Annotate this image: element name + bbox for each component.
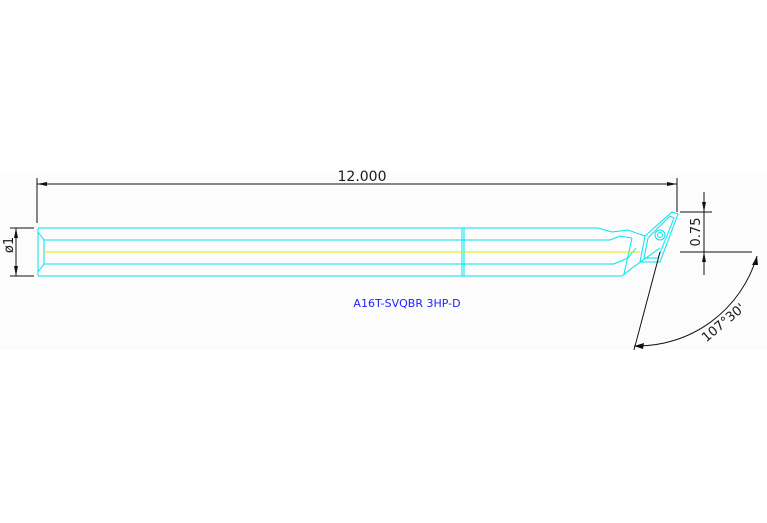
length-dimension: [36, 178, 678, 223]
drawing-sheet: [0, 172, 767, 350]
insert-screw-icon: [654, 229, 666, 241]
angle-dimension: [633, 251, 758, 351]
boring-bar: [37, 227, 661, 277]
length-value: 12.000: [338, 169, 387, 185]
part-code: A16T-SVQBR 3HP-D: [353, 297, 460, 310]
cutting-insert: [639, 211, 679, 263]
offset-value: 0.75: [689, 218, 704, 247]
diameter-dimension: [10, 227, 34, 277]
diameter-value: ø1: [2, 237, 17, 253]
